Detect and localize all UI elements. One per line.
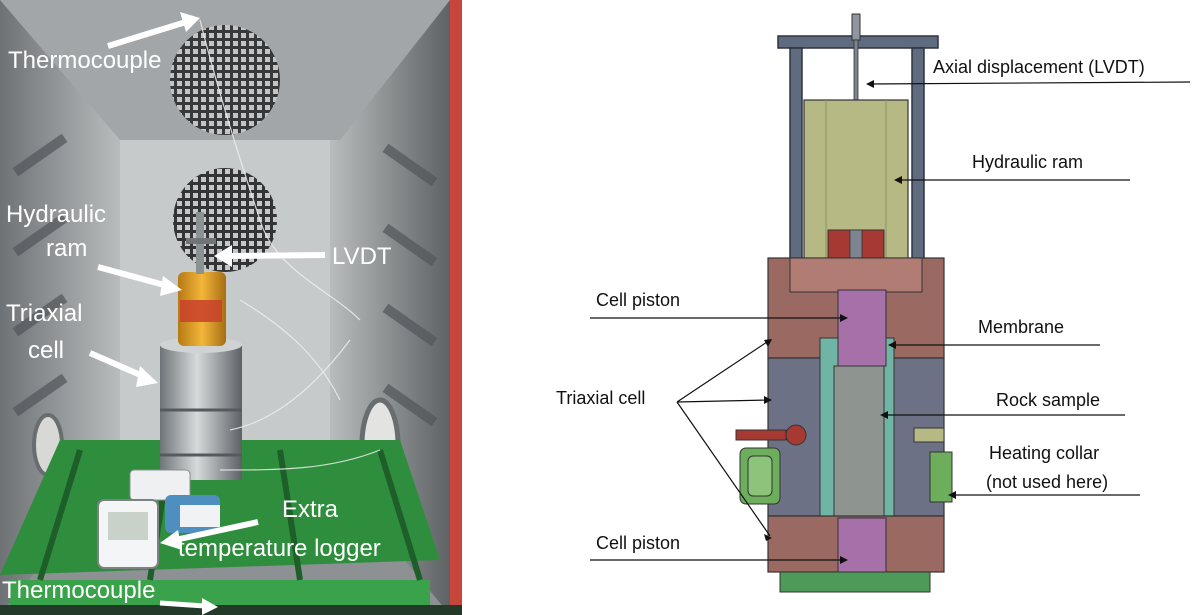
label-triaxial-cell-line2: cell	[28, 337, 64, 364]
label-heating-collar-line1: Heating collar	[989, 443, 1099, 463]
cross-section-diagram: Axial displacement (LVDT) Hydraulic ram …	[556, 13, 1191, 593]
label-heating-collar-line2: (not used here)	[986, 472, 1108, 492]
right-port	[913, 427, 945, 443]
fan-grille-top	[170, 25, 280, 135]
door-edge	[450, 0, 462, 615]
bottom-cell-piston	[837, 517, 887, 573]
label-thermocouple-top: Thermocouple	[8, 47, 161, 74]
label-triaxial-cell: Triaxial cell	[556, 388, 645, 408]
label-membrane: Membrane	[978, 317, 1064, 337]
label-extra-logger-line2: temperature logger	[178, 535, 381, 562]
label-hydraulic-ram: Hydraulic ram	[972, 152, 1083, 172]
label-rock-sample: Rock sample	[996, 390, 1100, 410]
label-hydraulic-ram-line2: ram	[46, 235, 87, 262]
wall-louvres	[12, 133, 438, 427]
label-lvdt: LVDT	[332, 243, 392, 270]
top-cell-piston	[837, 289, 887, 367]
heating-collar-right	[929, 451, 953, 503]
apparatus-photo: Thermocouple Hydraulic ram LVDT Triaxial…	[0, 0, 462, 615]
photo-logger-small	[129, 469, 191, 501]
lvdt-rod	[851, 13, 861, 41]
label-extra-logger-line1: Extra	[282, 496, 339, 523]
label-axial-displacement: Axial displacement (LVDT)	[933, 57, 1145, 77]
rock-sample	[833, 365, 885, 519]
photo-triaxial-cell	[160, 345, 242, 480]
label-cell-piston-top: Cell piston	[596, 290, 680, 310]
label-hydraulic-ram-line1: Hydraulic	[6, 201, 106, 228]
label-triaxial-cell-line1: Triaxial	[6, 300, 82, 327]
label-cell-piston-bottom: Cell piston	[596, 533, 680, 553]
base-plate	[779, 571, 931, 593]
left-port	[735, 429, 787, 441]
label-thermocouple-bottom: Thermocouple	[2, 577, 155, 604]
